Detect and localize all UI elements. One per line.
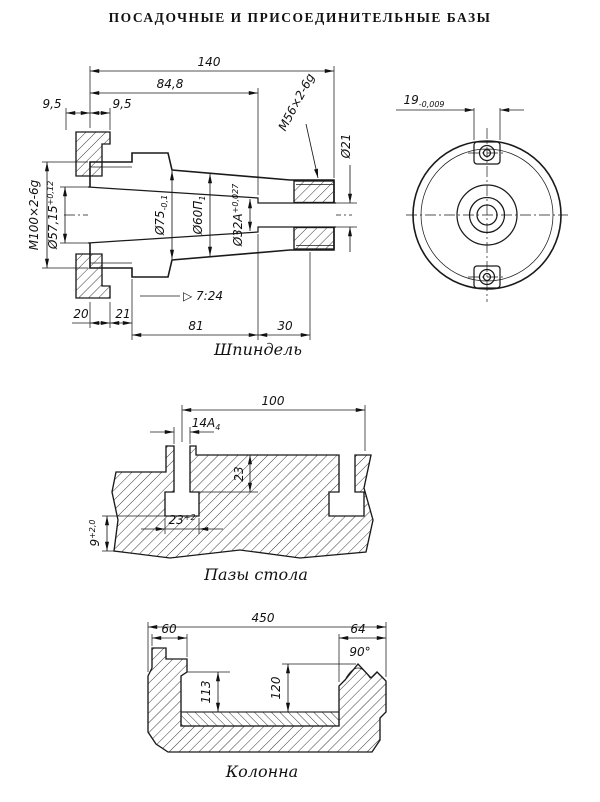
ring-nut-lower xyxy=(75,253,111,299)
dimension-label: 30 xyxy=(277,319,293,333)
spindle-body xyxy=(89,152,335,278)
column-slide-plate xyxy=(180,711,340,727)
dim-tslot-width: 23+2 xyxy=(141,513,223,534)
dimension-label: Ø57,15+0,12 xyxy=(46,181,60,250)
column-section-body xyxy=(147,647,387,753)
dimension-label: 21 xyxy=(115,307,130,321)
dim-height-left: 113 xyxy=(187,671,230,712)
dimension-label: Ø60П1 xyxy=(191,196,207,236)
dimension-label: 9+2,0 xyxy=(88,519,102,546)
dimension-label: 113 xyxy=(199,681,213,704)
dimension-label: 14А4 xyxy=(192,416,221,432)
dimension-label: 140 xyxy=(198,55,221,69)
dim-ledge-height: 9+2,0 xyxy=(88,515,165,552)
dim-overall-length: 140 xyxy=(89,55,335,178)
figure-caption-table: Пазы стола xyxy=(203,565,308,584)
dim-taper-large-dia: Ø57,15+0,12 xyxy=(46,181,88,250)
dim-thread-right: M56×2-6g xyxy=(276,71,319,179)
dim-taper-ratio: ▷ 7:24 xyxy=(140,289,223,303)
dim-key-width: 19-0,009 xyxy=(396,93,524,140)
dim-bottom-lengths: 20 21 81 30 xyxy=(72,234,311,340)
dimension-label: Ø32А+0,027 xyxy=(231,183,245,247)
dim-left-guide: 60 xyxy=(151,622,188,657)
dimension-label: Ø21 xyxy=(339,134,353,160)
dim-bore-right: Ø21 xyxy=(334,134,357,252)
dim-slot-depth: 23 xyxy=(190,455,258,493)
dimension-label: 90° xyxy=(349,645,370,659)
taper-label: ▷ 7:24 xyxy=(183,289,223,303)
ring-nut-upper xyxy=(75,131,111,177)
dim-thread-left: M100×2-6g xyxy=(27,161,88,269)
table-section-body xyxy=(111,445,374,559)
dim-bore-dia: Ø32А+0,027 xyxy=(231,183,253,247)
dim-neck-dia: Ø60П1 xyxy=(191,174,213,256)
figure-caption-spindle: Шпиндель xyxy=(213,340,302,359)
dimension-label: 19-0,009 xyxy=(403,93,444,109)
dim-taper-length: 84,8 xyxy=(90,77,259,195)
dim-overall-width: 450 xyxy=(147,611,387,677)
dim-right-guide: 64 xyxy=(338,622,386,682)
dimension-label: 120 xyxy=(269,676,283,699)
table-slots-view: 100 14А4 23 23+2 xyxy=(88,394,374,584)
dimension-label: 450 xyxy=(252,611,275,625)
dimension-label: 9,5 xyxy=(42,97,61,111)
dimension-label: 84,8 xyxy=(157,77,184,91)
dimension-label: 9,5 xyxy=(112,97,131,111)
dim-slot-width: 14А4 xyxy=(150,416,220,444)
dimension-label: 60 xyxy=(161,622,177,636)
dimension-label: M100×2-6g xyxy=(27,179,41,250)
dim-offsets: 9,5 9,5 xyxy=(42,97,132,130)
column-view: 450 60 64 90° 113 120 xyxy=(147,611,387,781)
spindle-end-view: 19-0,009 xyxy=(396,93,568,302)
dim-journal-dia: Ø75-0,1 xyxy=(153,171,175,259)
dimension-label: 20 xyxy=(73,307,89,321)
dimension-label: 81 xyxy=(188,319,203,333)
dim-height-right: 120 xyxy=(269,663,356,712)
dimension-label: 100 xyxy=(262,394,285,408)
page-title: ПОСАДОЧНЫЕ И ПРИСОЕДИНИТЕЛЬНЫЕ БАЗЫ xyxy=(108,10,492,25)
dimension-label: 23 xyxy=(232,466,246,481)
spindle-view: 140 84,8 9,5 9,5 M56×2-6g Ø21 xyxy=(27,55,357,359)
figure-caption-column: Колонна xyxy=(225,762,298,781)
dimension-label: M56×2-6g xyxy=(276,71,318,133)
dim-guide-angle: 90° xyxy=(345,645,371,679)
dimension-label: 23+2 xyxy=(168,513,195,527)
dimension-label: Ø75-0,1 xyxy=(153,195,169,236)
dim-slot-spacing: 100 xyxy=(181,394,366,451)
dimension-label: 64 xyxy=(350,622,365,636)
